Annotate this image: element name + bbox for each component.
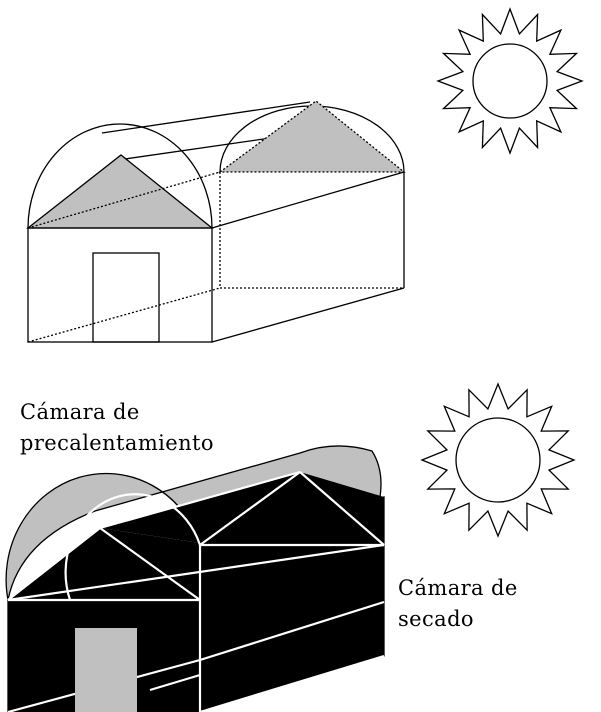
roof-top-line-back xyxy=(101,101,311,134)
sun-icon xyxy=(420,382,576,538)
drying-chamber-label-line1: Cámara de xyxy=(398,576,518,600)
front-arch xyxy=(27,123,213,229)
door-filled xyxy=(75,628,137,712)
hidden-floor-line xyxy=(27,287,221,343)
roof-black-band xyxy=(100,472,384,543)
greenhouse-outline-diagram xyxy=(26,100,406,343)
front-gable xyxy=(26,154,214,229)
sun-icon xyxy=(436,7,584,155)
preheating-chamber-label-line2: precalentamiento xyxy=(20,431,214,455)
side-top-edge xyxy=(211,171,405,229)
back-gable xyxy=(218,100,406,173)
side-bottom-edge xyxy=(211,287,405,343)
preheating-chamber-label-line1: Cámara de xyxy=(20,400,140,424)
hidden-eave-line xyxy=(27,171,221,229)
drying-chamber-label-line2: secado xyxy=(398,607,474,631)
front-gable-filled xyxy=(8,528,200,600)
front-face xyxy=(27,227,213,343)
greenhouse-filled-diagram xyxy=(5,445,385,712)
door xyxy=(92,252,160,343)
